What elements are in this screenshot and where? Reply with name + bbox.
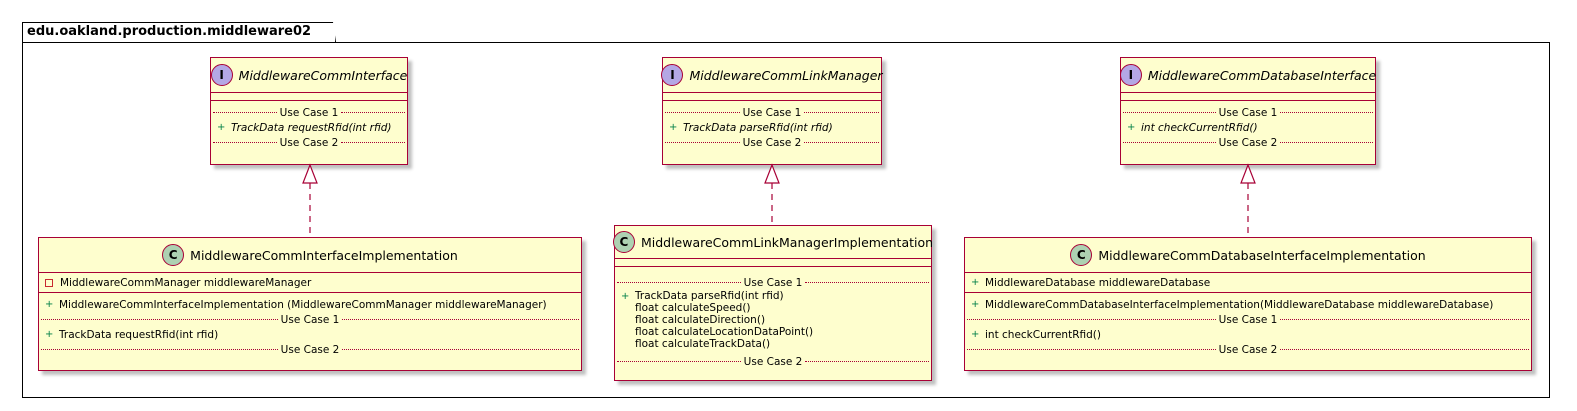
interface-name: MiddlewareCommDatabaseInterface [1147,67,1377,83]
class-stereotype-icon: C [612,231,635,253]
class-box[interactable]: C MiddlewareCommDatabaseInterfaceImpleme… [964,237,1532,371]
field-row: -MiddlewareCommManager middlewareManager [39,275,581,290]
field-row: +MiddlewareDatabase middlewareDatabase [971,276,1211,289]
interface-name: MiddlewareCommInterface [238,67,408,83]
package-title: edu.oakland.production.middleware02 [27,24,312,39]
public-visibility-icon: + [971,329,980,340]
use-case-divider: Use Case 1 [615,275,931,290]
method-row: +int checkCurrentRfid() [971,328,1101,341]
method-row: +TrackData parseRfid(int rfid) [669,121,833,134]
use-case-divider: Use Case 1 [39,312,581,327]
use-case-divider: Use Case 2 [615,354,931,369]
method-row: +MiddlewareCommDatabaseInterfaceImplemen… [971,298,1494,311]
public-visibility-icon: + [971,299,980,310]
interface-stereotype-icon: I [1119,64,1142,86]
class-fields-section [615,259,931,267]
class-stereotype-icon: C [1070,244,1093,266]
class-header: C MiddlewareCommDatabaseInterfaceImpleme… [965,238,1531,273]
interface-fields-section [211,93,407,101]
interface-methods-section: Use Case 1 +TrackData parseRfid(int rfid… [663,101,881,150]
interface-methods-section: Use Case 1 +TrackData requestRfid(int rf… [211,101,407,150]
public-visibility-icon: + [45,329,54,340]
class-methods-section: +MiddlewareCommDatabaseInterfaceImplemen… [965,293,1531,357]
use-case-divider: Use Case 2 [39,342,581,357]
interface-stereotype-icon: I [661,64,684,86]
method-row: +int checkCurrentRfid() [1127,121,1258,134]
interface-name: MiddlewareCommLinkManager [689,67,883,83]
interface-box[interactable]: I MiddlewareCommInterface Use Case 1 +Tr… [210,57,408,165]
method-row: float calculateDirection() [635,314,766,326]
public-visibility-icon: + [669,122,678,133]
use-case-divider: Use Case 2 [965,342,1531,357]
use-case-divider: Use Case 1 [211,105,407,120]
method-row: +TrackData requestRfid(int rfid) [45,328,219,341]
interface-box[interactable]: I MiddlewareCommLinkManager Use Case 1 +… [661,57,883,165]
class-header: C MiddlewareCommLinkManagerImplementatio… [612,226,934,259]
interface-fields-section [1121,93,1375,101]
class-name: MiddlewareCommLinkManagerImplementation [640,234,934,250]
interface-methods-section: Use Case 1 +int checkCurrentRfid() Use C… [1121,101,1375,150]
class-header: C MiddlewareCommInterfaceImplementation [39,238,581,273]
public-visibility-icon: + [217,122,226,133]
public-visibility-icon: + [971,277,980,288]
class-methods-section: +MiddlewareCommInterfaceImplementation (… [39,293,581,357]
use-case-divider: Use Case 2 [211,135,407,150]
interface-box[interactable]: I MiddlewareCommDatabaseInterface Use Ca… [1119,57,1377,165]
interface-header: I MiddlewareCommInterface [210,58,408,93]
method-row: float calculateLocationDataPoint() [635,326,814,338]
method-row: float calculateTrackData() [635,338,771,350]
class-name: MiddlewareCommDatabaseInterfaceImplement… [1098,247,1426,263]
public-visibility-icon: + [621,290,630,302]
use-case-divider: Use Case 1 [663,105,881,120]
class-methods-section: Use Case 1 +TrackData parseRfid(int rfid… [615,267,931,369]
interface-fields-section [663,93,881,101]
class-fields-section: -MiddlewareCommManager middlewareManager [39,273,581,293]
private-visibility-icon: - [45,278,53,287]
interface-stereotype-icon: I [210,64,233,86]
use-case-divider: Use Case 2 [663,135,881,150]
class-name: MiddlewareCommInterfaceImplementation [190,247,458,263]
class-fields-section: +MiddlewareDatabase middlewareDatabase [965,273,1531,293]
class-box[interactable]: C MiddlewareCommInterfaceImplementation … [38,237,582,371]
method-row: +TrackData requestRfid(int rfid) [217,121,392,134]
use-case-divider: Use Case 1 [1121,105,1375,120]
method-row: +MiddlewareCommInterfaceImplementation (… [45,298,547,311]
use-case-divider: Use Case 1 [965,312,1531,327]
class-box[interactable]: C MiddlewareCommLinkManagerImplementatio… [612,225,934,381]
class-stereotype-icon: C [162,244,185,266]
method-row: +TrackData parseRfid(int rfid) [621,290,784,302]
method-row: float calculateSpeed() [635,302,751,314]
interface-header: I MiddlewareCommDatabaseInterface [1119,58,1377,93]
use-case-divider: Use Case 2 [1121,135,1375,150]
public-visibility-icon: + [1127,122,1136,133]
public-visibility-icon: + [45,299,54,310]
interface-header: I MiddlewareCommLinkManager [661,58,883,93]
